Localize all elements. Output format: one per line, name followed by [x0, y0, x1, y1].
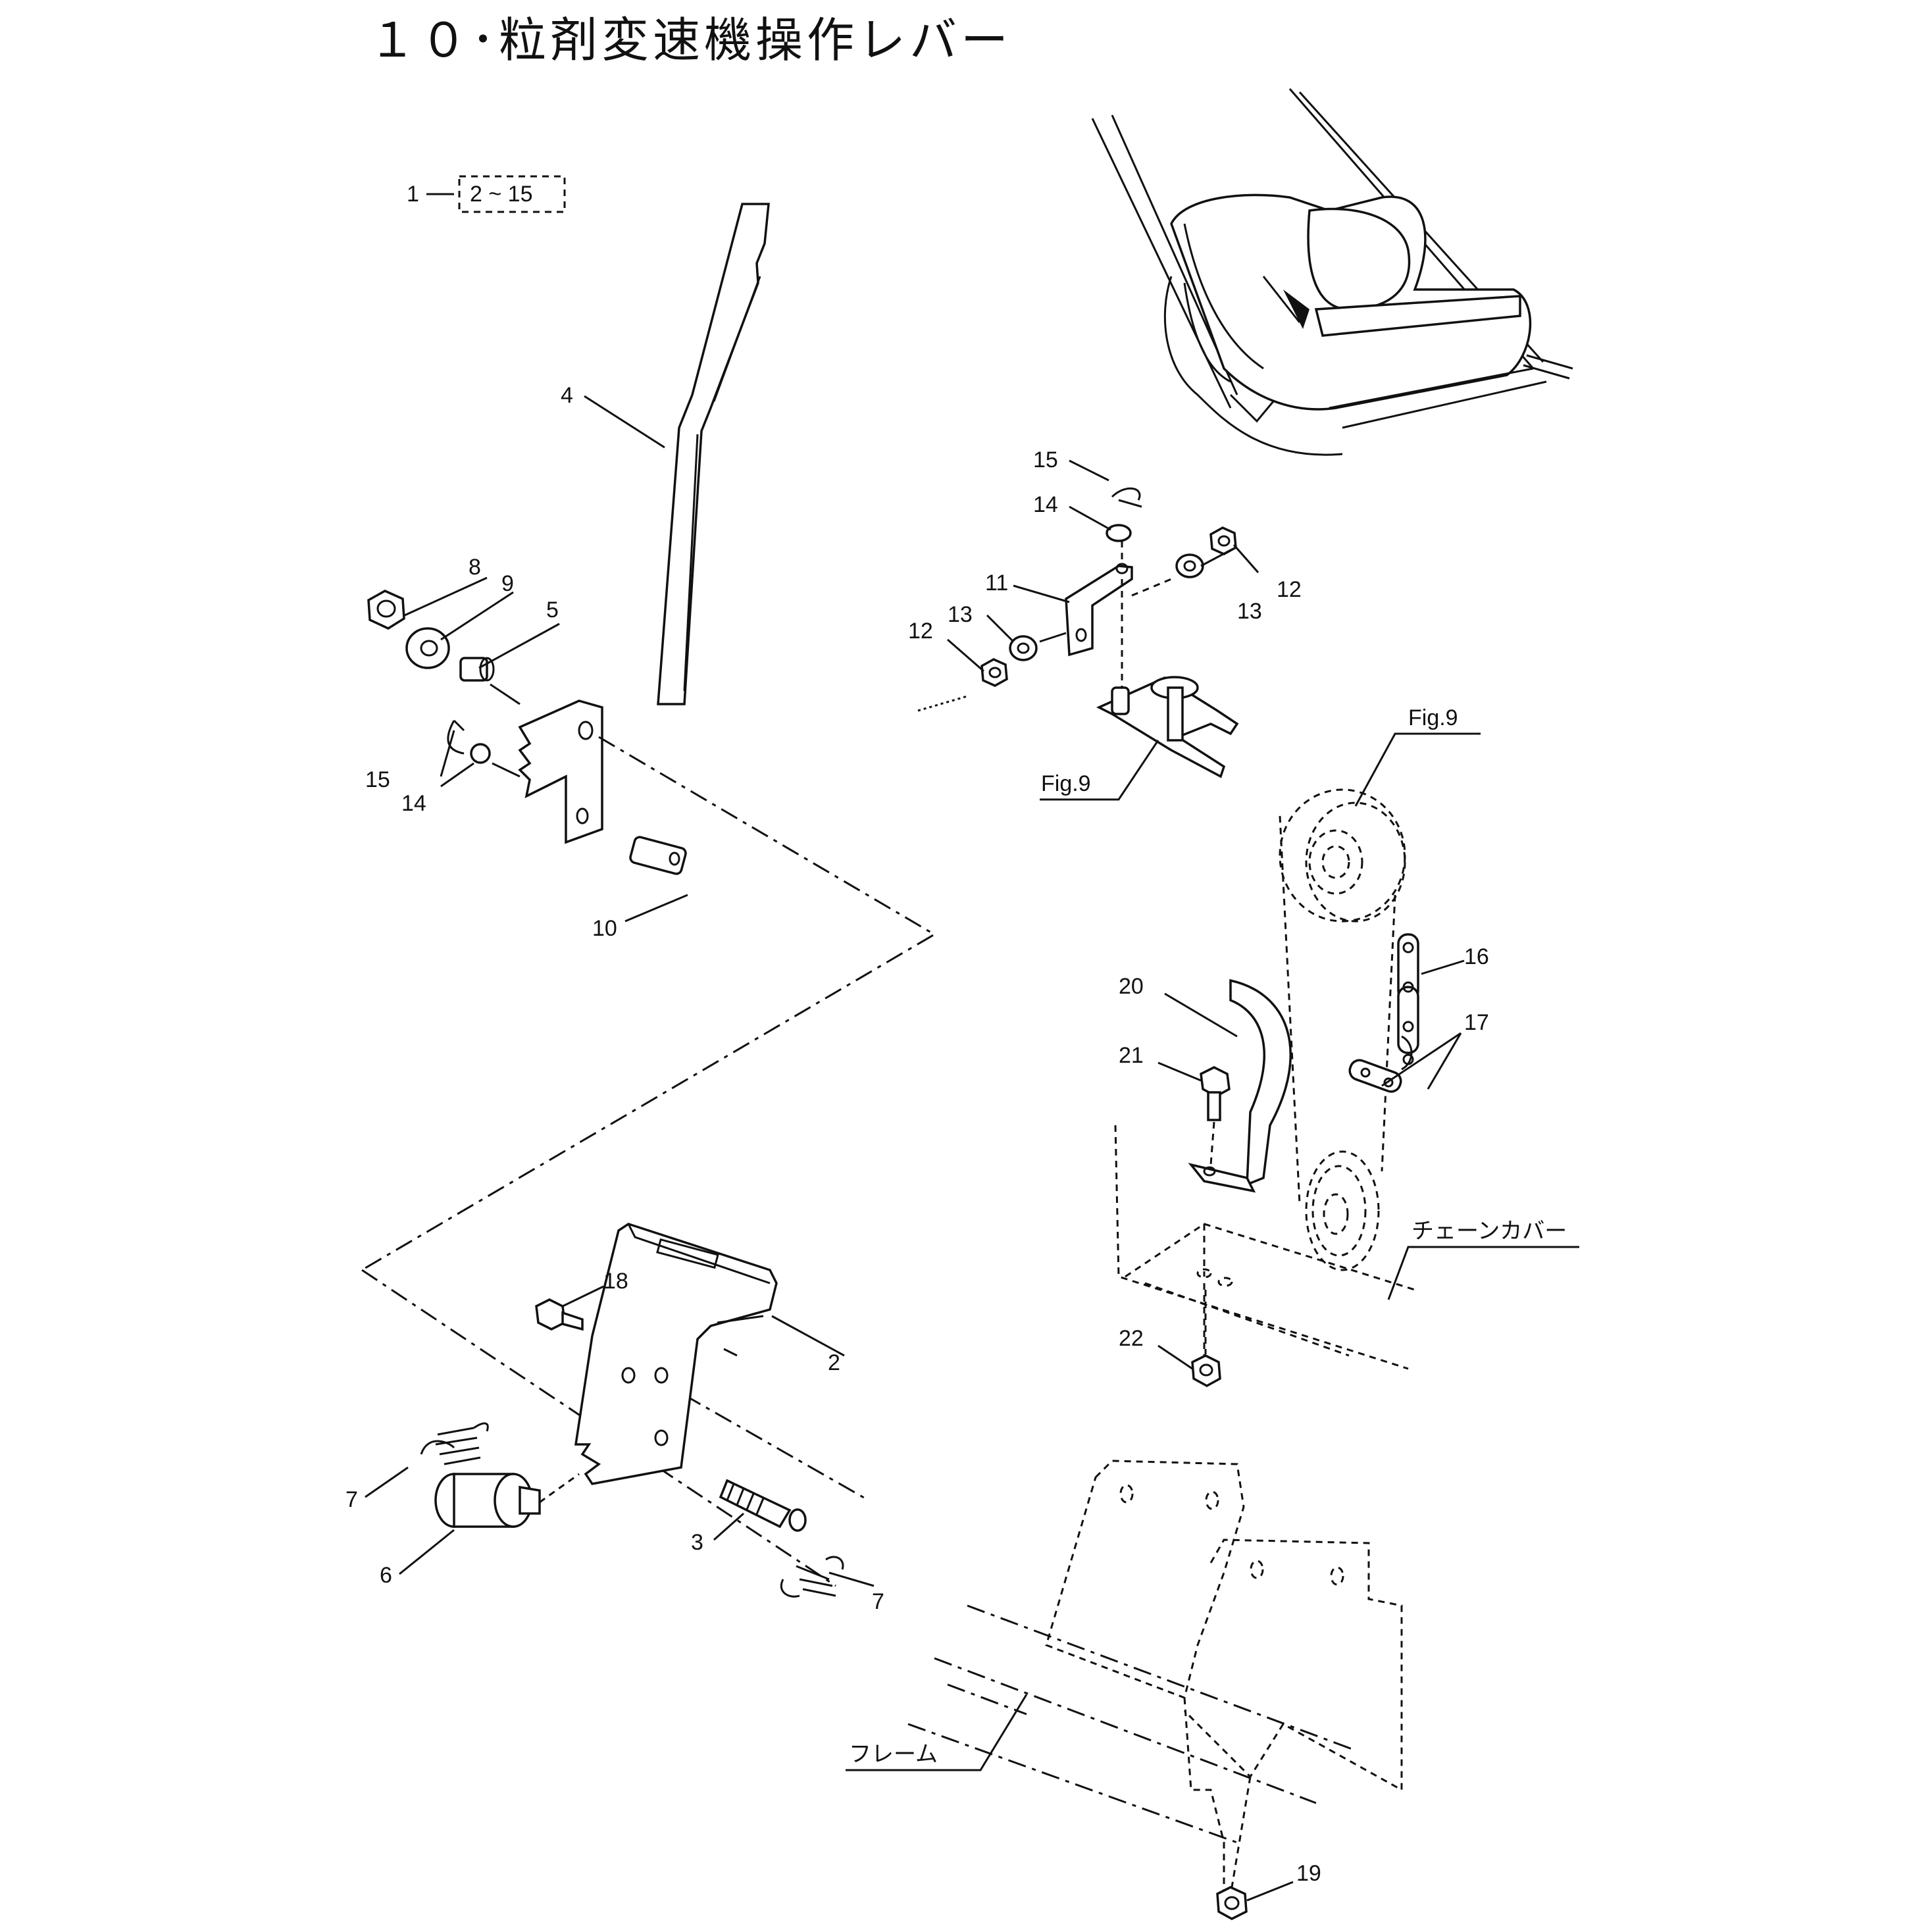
washer-top	[1106, 524, 1132, 542]
callout-20: 20	[1119, 974, 1144, 999]
callout-16: 16	[1464, 944, 1489, 969]
machine-overview	[1091, 88, 1573, 456]
callout-11: 11	[985, 571, 1008, 596]
snap-pin-top	[1111, 487, 1142, 508]
callout-8: 8	[469, 555, 481, 580]
callout-18: 18	[603, 1269, 628, 1294]
washer-left	[1009, 635, 1038, 661]
callout-13a: 13	[948, 602, 973, 627]
callout-3: 3	[691, 1530, 703, 1555]
washer-right	[1175, 553, 1204, 578]
washer-small-left	[470, 743, 491, 764]
callout-12a: 12	[908, 619, 933, 644]
callout-5: 5	[546, 597, 559, 623]
frame-outline	[907, 1460, 1403, 1902]
spring-right	[780, 1556, 844, 1598]
kit-reference: 1 2 ~ 15	[407, 175, 566, 213]
callout-9: 9	[501, 571, 514, 596]
fig9-lever-assembly	[1096, 676, 1239, 778]
flange-nut	[367, 590, 405, 630]
callout-14a: 14	[401, 791, 426, 816]
chain-cover-outline	[1114, 1125, 1415, 1370]
callout-15b: 15	[1033, 447, 1058, 472]
chain-cover-label: チェーンカバー	[1411, 1219, 1567, 1244]
lever-plate	[518, 699, 603, 844]
callout-21: 21	[1119, 1043, 1144, 1068]
callout-13b: 13	[1237, 599, 1262, 624]
nut-left	[980, 658, 1008, 687]
fig9-reference-lever: Fig.9	[1041, 771, 1091, 796]
sprocket-lower	[1305, 1150, 1380, 1271]
kit-range: 2 ~ 15	[470, 182, 532, 207]
threaded-stud	[719, 1479, 807, 1532]
chain-guide	[1188, 979, 1292, 1193]
axis-line	[490, 683, 521, 705]
fig9-reference-sprocket: Fig.9	[1408, 705, 1458, 730]
leader-lines	[365, 395, 1579, 1902]
callouts: 2 3 4 5 6 7 7 8 9 10 11 12 12 13 13 14 1…	[345, 383, 1489, 1886]
washer	[405, 627, 450, 669]
shift-lever-rod	[657, 203, 770, 705]
nut-19	[1216, 1886, 1248, 1920]
callout-2: 2	[828, 1350, 840, 1375]
hex-bolt-18	[535, 1298, 584, 1331]
callout-4: 4	[561, 383, 573, 408]
callout-7a: 7	[345, 1487, 358, 1512]
callout-12b: 12	[1277, 577, 1302, 602]
chain-path	[1279, 815, 1396, 1205]
callout-19: 19	[1296, 1861, 1321, 1886]
mounting-bracket	[574, 1223, 778, 1485]
snap-pin-left	[447, 719, 465, 755]
chain-joint-17	[1348, 1035, 1413, 1093]
callout-7b: 7	[872, 1589, 884, 1614]
callout-14b: 14	[1033, 492, 1058, 517]
callout-17: 17	[1464, 1010, 1489, 1035]
kit-number: 1	[407, 182, 419, 207]
callout-22: 22	[1119, 1326, 1144, 1351]
rubber-damper	[434, 1473, 541, 1528]
hex-bolt-21	[1200, 1066, 1231, 1121]
frame-label: フレーム	[849, 1742, 938, 1767]
callout-10: 10	[592, 916, 617, 941]
page-title: １０･粒剤変速機操作レバー	[369, 13, 1013, 68]
spring-left	[420, 1422, 489, 1465]
callout-6: 6	[380, 1563, 392, 1588]
nut-22	[1191, 1354, 1221, 1387]
sprocket-upper	[1279, 788, 1406, 923]
shift-rod	[629, 692, 968, 904]
collar	[459, 657, 495, 682]
callout-15a: 15	[365, 767, 390, 792]
link-bracket	[1065, 563, 1133, 657]
chain-link-16	[1397, 933, 1419, 1065]
